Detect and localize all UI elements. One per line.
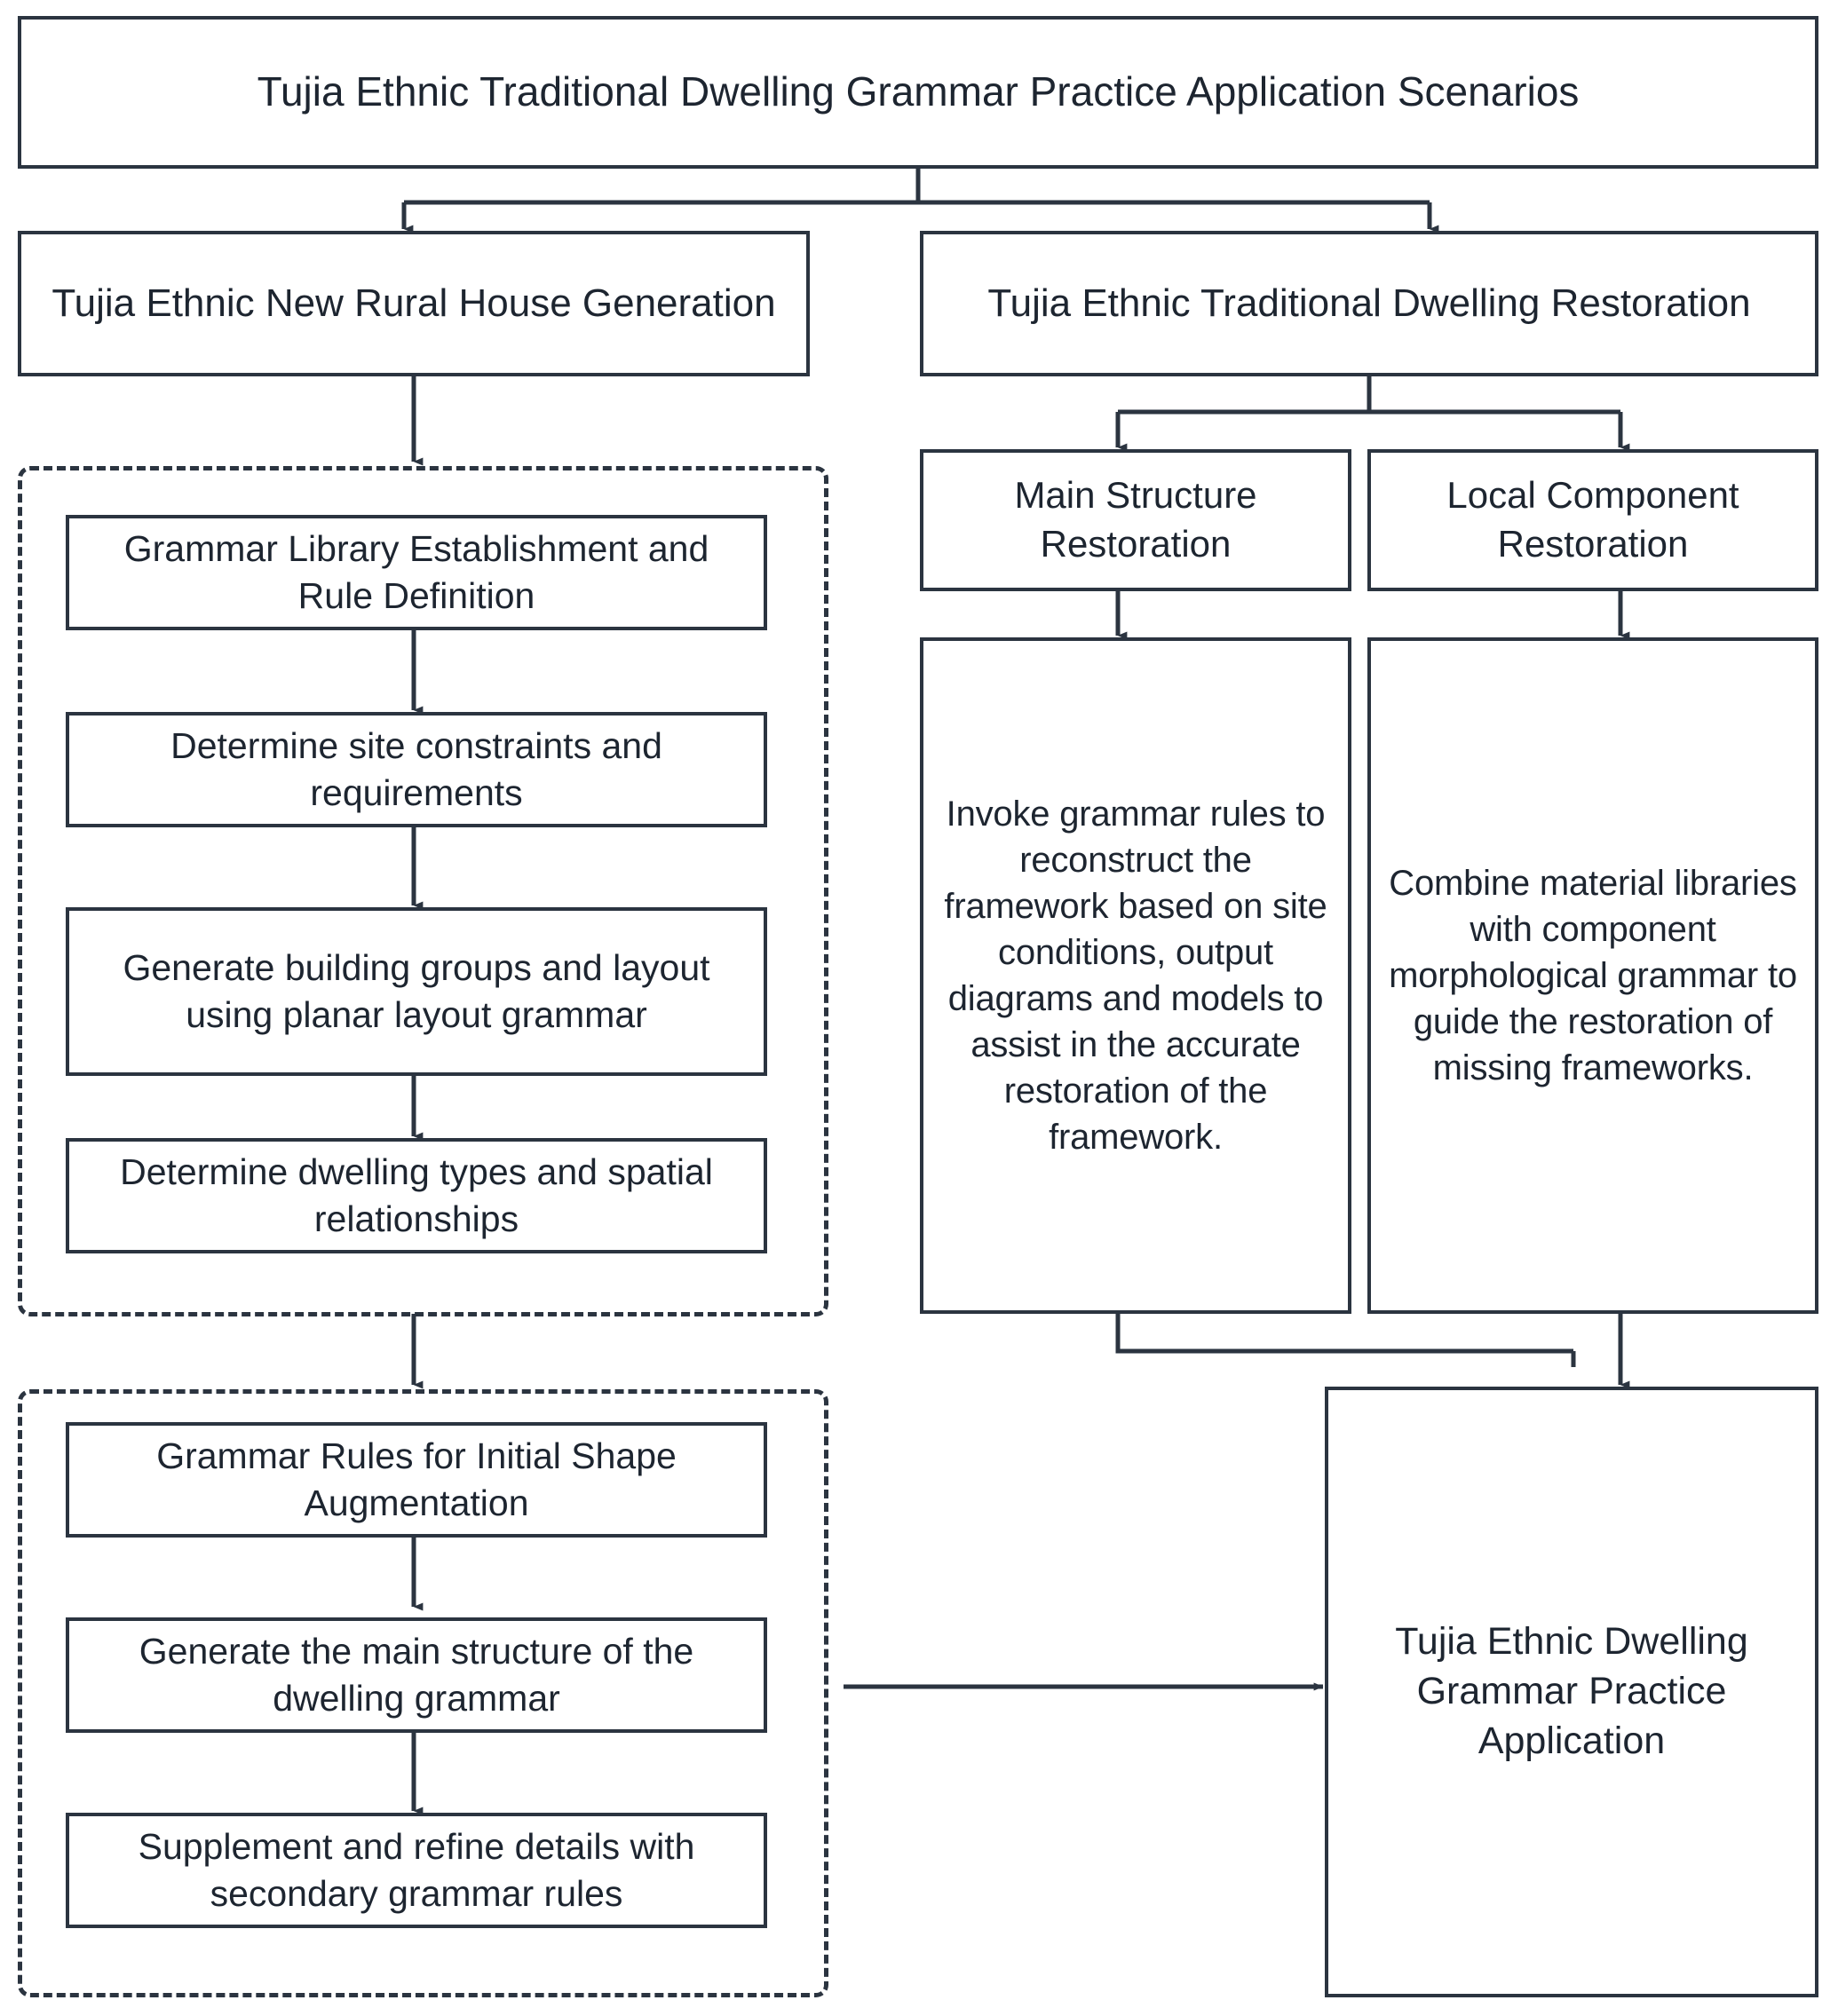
step-box-site-constraints: Determine site constraints and requireme… <box>66 712 767 827</box>
title-box: Tujia Ethnic Traditional Dwelling Gramma… <box>18 16 1818 169</box>
step-box-secondary-rules: Supplement and refine details with secon… <box>66 1813 767 1928</box>
step-label: Generate the main structure of the dwell… <box>139 1630 694 1719</box>
detail-text: Invoke grammar rules to reconstruct the … <box>944 795 1327 1157</box>
detail-box-local-component: Combine material libraries with componen… <box>1367 637 1818 1314</box>
subtype-box-local-component: Local Component Restoration <box>1367 449 1818 591</box>
left-pipeline-group-one <box>18 466 828 1316</box>
left-pipeline-group-two <box>18 1389 828 1997</box>
branch-right-box: Tujia Ethnic Traditional Dwelling Restor… <box>920 231 1818 376</box>
detail-box-main-structure: Invoke grammar rules to reconstruct the … <box>920 637 1351 1314</box>
step-box-initial-shape: Grammar Rules for Initial Shape Augmenta… <box>66 1422 767 1538</box>
step-box-main-structure-gen: Generate the main structure of the dwell… <box>66 1617 767 1733</box>
step-label: Determine site constraints and requireme… <box>170 724 662 813</box>
step-label: Generate building groups and layout usin… <box>123 946 710 1035</box>
subtype-box-main-structure: Main Structure Restoration <box>920 449 1351 591</box>
outcome-box: Tujia Ethnic Dwelling Grammar Practice A… <box>1325 1387 1818 1997</box>
branch-left-box: Tujia Ethnic New Rural House Generation <box>18 231 810 376</box>
step-label: Grammar Library Establishment and Rule D… <box>123 527 709 616</box>
step-box-grammar-library: Grammar Library Establishment and Rule D… <box>66 515 767 630</box>
step-label: Grammar Rules for Initial Shape Augmenta… <box>156 1435 677 1523</box>
title-text: Tujia Ethnic Traditional Dwelling Gramma… <box>257 68 1580 115</box>
branch-left-label: Tujia Ethnic New Rural House Generation <box>51 281 776 326</box>
subtype-label: Local Component Restoration <box>1446 474 1739 565</box>
step-label: Supplement and refine details with secon… <box>138 1825 695 1914</box>
subtype-label: Main Structure Restoration <box>1014 474 1257 565</box>
wire-detail-left-merge <box>1115 1314 1573 1354</box>
step-box-dwelling-types: Determine dwelling types and spatial rel… <box>66 1138 767 1253</box>
step-box-building-groups: Generate building groups and layout usin… <box>66 907 767 1076</box>
detail-text: Combine material libraries with componen… <box>1389 864 1797 1087</box>
branch-right-label: Tujia Ethnic Traditional Dwelling Restor… <box>987 281 1751 326</box>
step-label: Determine dwelling types and spatial rel… <box>120 1150 713 1239</box>
outcome-label: Tujia Ethnic Dwelling Grammar Practice A… <box>1395 1620 1748 1762</box>
